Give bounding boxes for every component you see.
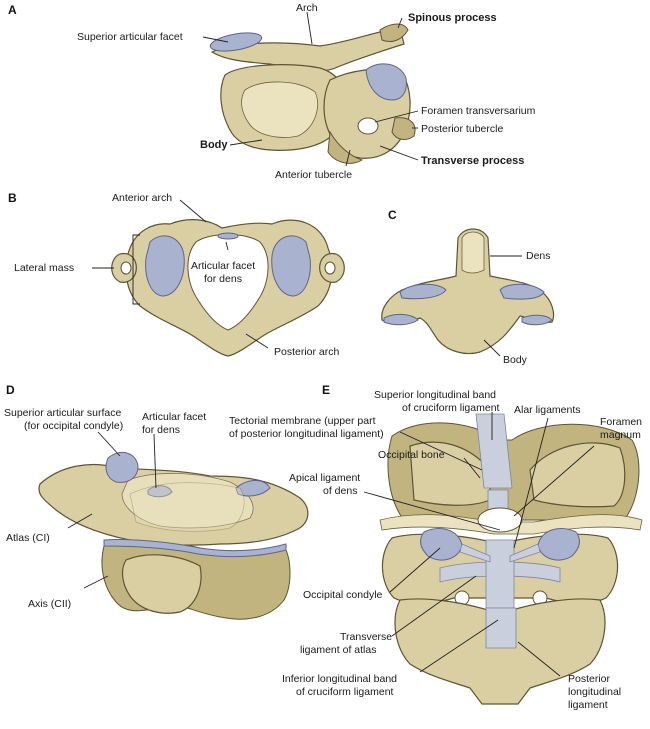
panel-a: A	[8, 2, 536, 181]
label-articular-facet-dens-b-1: Articular facet	[191, 260, 255, 272]
label-articular-facet-dens-d-2: for dens	[142, 424, 180, 436]
label-posterior-long-lig-3: ligament	[568, 699, 608, 711]
axis-body	[381, 228, 555, 355]
label-occipital-condyle: Occipital condyle	[303, 589, 383, 601]
label-dens: Dens	[526, 250, 551, 262]
label-superior-articular-surface-1: Superior articular surface	[4, 407, 121, 419]
atlas-axis-illustration	[38, 451, 309, 620]
label-articular-facet-dens-d-1: Articular facet	[142, 411, 206, 423]
axis-illustration	[381, 228, 555, 355]
label-foramen-magnum-2: magnum	[600, 429, 641, 441]
panel-e: E	[229, 383, 643, 711]
panel-b: B Anterior arch Lateral mass Articular f…	[8, 191, 345, 358]
label-posterior-arch: Posterior arch	[274, 346, 340, 358]
label-occipital-bone: Occipital bone	[378, 449, 445, 461]
label-tectorial-membrane-2: of posterior longitudinal ligament)	[229, 428, 384, 440]
label-anterior-arch: Anterior arch	[112, 192, 172, 204]
label-body-c: Body	[503, 354, 528, 366]
label-anterior-tubercle: Anterior tubercle	[275, 169, 352, 181]
atlas-illustration	[111, 219, 345, 357]
label-posterior-tubercle: Posterior tubercle	[421, 123, 503, 135]
superior-facet-cartilage	[209, 32, 263, 52]
label-foramen-magnum-1: Foramen	[600, 416, 642, 428]
label-superior-articular-facet: Superior articular facet	[77, 31, 183, 43]
label-sup-long-band-1: Superior longitudinal band	[374, 389, 496, 401]
panel-c: C Dens Body	[381, 208, 555, 366]
label-arch: Arch	[296, 2, 318, 14]
panel-a-letter: A	[8, 3, 17, 17]
label-transverse-ligament-2: ligament of atlas	[300, 644, 376, 656]
label-articular-facet-dens-b-2: for dens	[204, 273, 242, 285]
label-apical-ligament-1: Apical ligament	[289, 472, 360, 484]
label-sup-long-band-2: of cruciform ligament	[402, 402, 500, 414]
panel-e-letter: E	[322, 383, 330, 397]
label-apical-ligament-2: of dens	[323, 485, 357, 497]
label-transverse-ligament-1: Transverse	[340, 631, 392, 643]
label-spinous-process: Spinous process	[408, 12, 497, 24]
label-posterior-long-lig-1: Posterior	[568, 673, 611, 685]
label-lateral-mass: Lateral mass	[14, 262, 74, 274]
label-atlas: Atlas (CI)	[6, 532, 50, 544]
label-foramen-transversarium: Foramen transversarium	[421, 105, 536, 117]
label-body-a: Body	[200, 139, 228, 151]
label-transverse-process: Transverse process	[421, 155, 524, 167]
panel-d: D Superior articular surface (for occipi…	[4, 383, 309, 620]
panel-b-letter: B	[8, 191, 17, 205]
label-inf-long-band-2: of cruciform ligament	[296, 686, 394, 698]
cervical-vertebra-illustration	[209, 23, 416, 164]
label-superior-articular-surface-2: (for occipital condyle)	[24, 420, 123, 432]
label-alar-ligaments: Alar ligaments	[514, 404, 581, 416]
label-tectorial-membrane-1: Tectorial membrane (upper part	[229, 415, 376, 427]
panel-d-letter: D	[6, 383, 15, 397]
panel-c-letter: C	[388, 208, 397, 222]
label-inf-long-band-1: Inferior longitudinal band	[282, 673, 397, 685]
craniovertebral-ligaments-illustration	[379, 413, 643, 705]
label-axis: Axis (CII)	[28, 598, 71, 610]
label-posterior-long-lig-2: longitudinal	[568, 686, 621, 698]
